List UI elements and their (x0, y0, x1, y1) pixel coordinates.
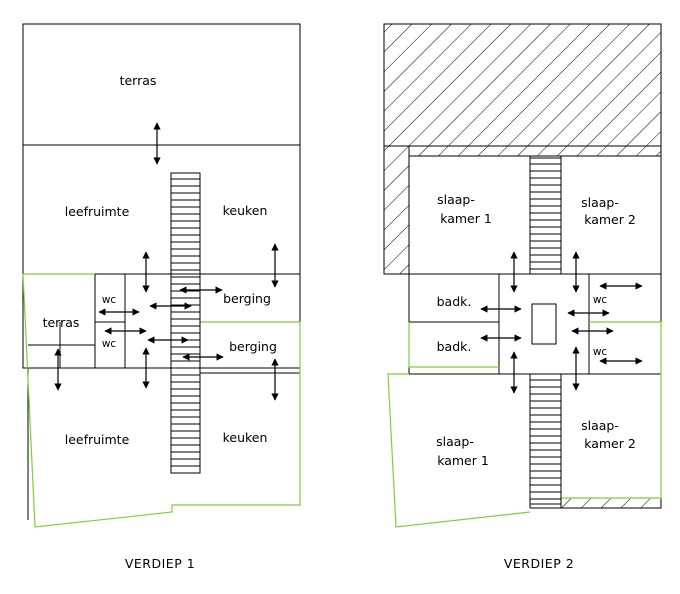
room-label: leefruimte (65, 204, 130, 219)
room-label: badk. (437, 339, 472, 354)
room-label: slaap- (436, 434, 474, 449)
room-label: kamer 2 (584, 436, 636, 451)
staircase (529, 157, 562, 505)
plan-caption: VERDIEP 2 (504, 556, 574, 571)
hatched-void (408, 145, 662, 157)
room-label: wc (593, 294, 608, 306)
room-label: leefruimte (65, 432, 130, 447)
room-label: slaap- (581, 195, 619, 210)
plan-verdiep-1: terras leefruimte keuken wc berging terr… (22, 23, 301, 571)
room-label: keuken (223, 430, 268, 445)
room-label: slaap- (437, 192, 475, 207)
upper-unit-walls (22, 23, 301, 369)
unit-boundary (387, 321, 662, 528)
room-label: kamer 1 (440, 211, 492, 226)
room-label: terras (43, 315, 80, 330)
staircase (170, 172, 201, 474)
circulation-arrows (480, 251, 643, 394)
plan-caption: VERDIEP 1 (125, 556, 195, 571)
room-label: wc (593, 346, 608, 358)
room-label: kamer 1 (437, 453, 489, 468)
circulation-arrows (54, 122, 279, 401)
room-label: keuken (223, 203, 268, 218)
room-label: badk. (437, 294, 472, 309)
hatched-void (383, 145, 410, 275)
room-label: wc (102, 338, 117, 350)
room-label: wc (102, 294, 117, 306)
room-label: terras (120, 73, 157, 88)
room-label: berging (229, 339, 277, 354)
room-label: kamer 2 (584, 212, 636, 227)
plan-verdiep-2: slaap- kamer 1 slaap- kamer 2 badk. wc b… (383, 23, 662, 571)
hatched-void (560, 497, 662, 509)
hatched-void (383, 23, 662, 147)
unit-boundary (22, 273, 301, 528)
room-label: berging (223, 291, 271, 306)
room-label: slaap- (581, 418, 619, 433)
